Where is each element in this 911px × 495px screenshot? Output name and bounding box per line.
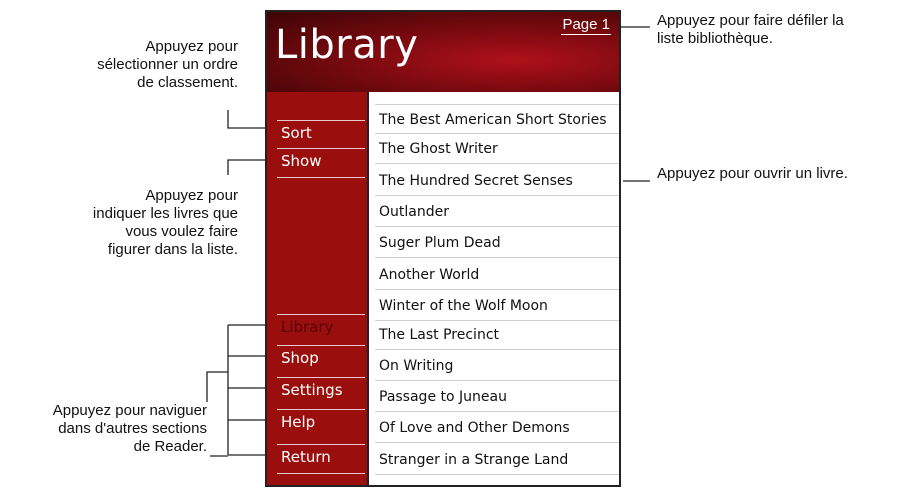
sidebar-item-help[interactable]: Help bbox=[277, 409, 365, 433]
sort-button[interactable]: Sort bbox=[277, 120, 365, 144]
callout-show: Appuyez pour indiquer les livres que vou… bbox=[92, 187, 238, 258]
callout-open-book: Appuyez pour ouvrir un livre. bbox=[657, 165, 848, 182]
book-row[interactable]: Suger Plum Dead bbox=[375, 228, 619, 258]
page-indicator-button[interactable]: Page 1 bbox=[561, 16, 611, 35]
page-title: Library bbox=[275, 22, 419, 68]
reader-screen: Library Page 1 Sort Show Library Shop Se… bbox=[265, 10, 621, 487]
library-header: Library Page 1 bbox=[267, 12, 619, 92]
callout-page: Appuyez pour faire défiler la liste bibl… bbox=[657, 12, 844, 47]
book-row[interactable]: Of Love and Other Demons bbox=[375, 413, 619, 443]
book-row[interactable]: The Last Precinct bbox=[375, 320, 619, 350]
book-row[interactable]: On Writing bbox=[375, 351, 619, 381]
book-row[interactable]: Another World bbox=[375, 260, 619, 290]
book-row[interactable]: The Hundred Secret Senses bbox=[375, 166, 619, 196]
callout-sort: Appuyez pour sélectionner un ordre de cl… bbox=[97, 38, 238, 91]
sidebar: Sort Show Library Shop Settings Help Ret… bbox=[267, 92, 367, 485]
show-button[interactable]: Show bbox=[277, 148, 365, 178]
sidebar-item-shop[interactable]: Shop bbox=[277, 345, 365, 369]
callout-navigate: Appuyez pour naviguer dans d'autres sect… bbox=[52, 402, 207, 455]
book-row[interactable]: Winter of the Wolf Moon bbox=[375, 291, 619, 321]
sidebar-item-settings[interactable]: Settings bbox=[277, 377, 365, 401]
book-row[interactable]: Outlander bbox=[375, 197, 619, 227]
book-row[interactable]: The Best American Short Stories bbox=[375, 104, 619, 134]
book-list: The Best American Short Stories The Ghos… bbox=[367, 92, 619, 485]
sidebar-item-return[interactable]: Return bbox=[277, 444, 365, 474]
sidebar-item-library[interactable]: Library bbox=[277, 314, 365, 338]
book-row[interactable]: Passage to Juneau bbox=[375, 382, 619, 412]
book-row[interactable]: Stranger in a Strange Land bbox=[375, 445, 619, 475]
book-row[interactable]: The Ghost Writer bbox=[375, 134, 619, 164]
